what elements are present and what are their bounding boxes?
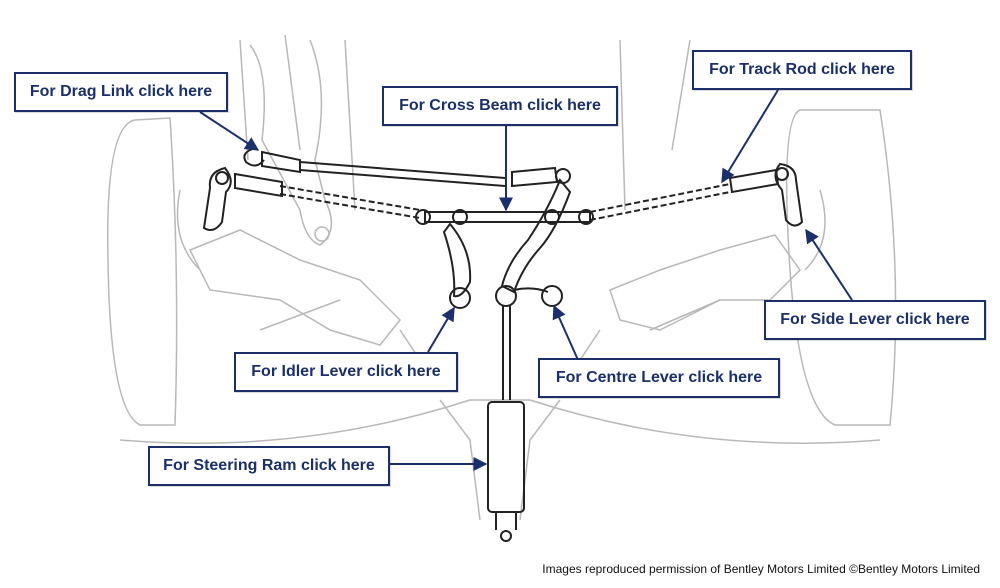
drag-link-eye [243, 147, 265, 167]
drag-link-socket [511, 166, 559, 188]
leader-arrows [199, 89, 853, 471]
idler-lever-link[interactable]: For Idler Lever click here [234, 352, 458, 392]
drag-link-arrow [199, 111, 260, 151]
centre-lever-joint-left [495, 285, 517, 307]
cross-beam-joint-2 [452, 209, 468, 225]
side-lever-link[interactable]: For Side Lever click here [764, 300, 986, 340]
image-credit: Images reproduced permission of Bentley … [542, 562, 980, 576]
right-track-rod [589, 183, 731, 221]
track-rod-link[interactable]: For Track Rod click here [692, 50, 912, 90]
centre-lever [500, 178, 572, 294]
steering-ram-body [487, 401, 525, 513]
right-side-lever [774, 162, 804, 227]
centre-lever-link[interactable]: For Centre Lever click here [538, 358, 780, 398]
centre-lever-arrow [552, 304, 579, 361]
steering-ram-rod [502, 306, 511, 400]
left-side-lever-joint [215, 171, 229, 185]
cross-beam-link[interactable]: For Cross Beam click here [382, 86, 618, 126]
idler-lever [442, 222, 472, 298]
cross-beam-joint-4 [578, 209, 594, 225]
right-side-lever-joint [775, 167, 789, 181]
cross-beam-joint-1 [415, 209, 431, 225]
drag-link-link[interactable]: For Drag Link click here [14, 72, 228, 112]
left-track-rod-end [234, 172, 283, 198]
track-rod-arrow [721, 89, 779, 184]
left-side-lever [202, 166, 232, 231]
chassis-ghost [106, 34, 897, 521]
cross-beam-bar [424, 211, 591, 223]
centre-lever-arm [513, 287, 549, 293]
left-track-rod [279, 185, 421, 219]
right-track-rod-end [728, 168, 780, 194]
idler-lever-arrow [427, 306, 455, 353]
side-lever-arrow [805, 228, 853, 301]
idler-lever-joint [449, 287, 471, 309]
steering-parts [202, 147, 804, 542]
drag-link-rod [299, 161, 506, 187]
drag-link-end [261, 150, 301, 174]
steering-ram-eye [500, 530, 512, 542]
drag-link-ball [555, 168, 571, 184]
steering-ram-foot [495, 512, 517, 530]
steering-ram-link[interactable]: For Steering Ram click here [148, 446, 390, 486]
centre-lever-joint-right [541, 285, 563, 307]
